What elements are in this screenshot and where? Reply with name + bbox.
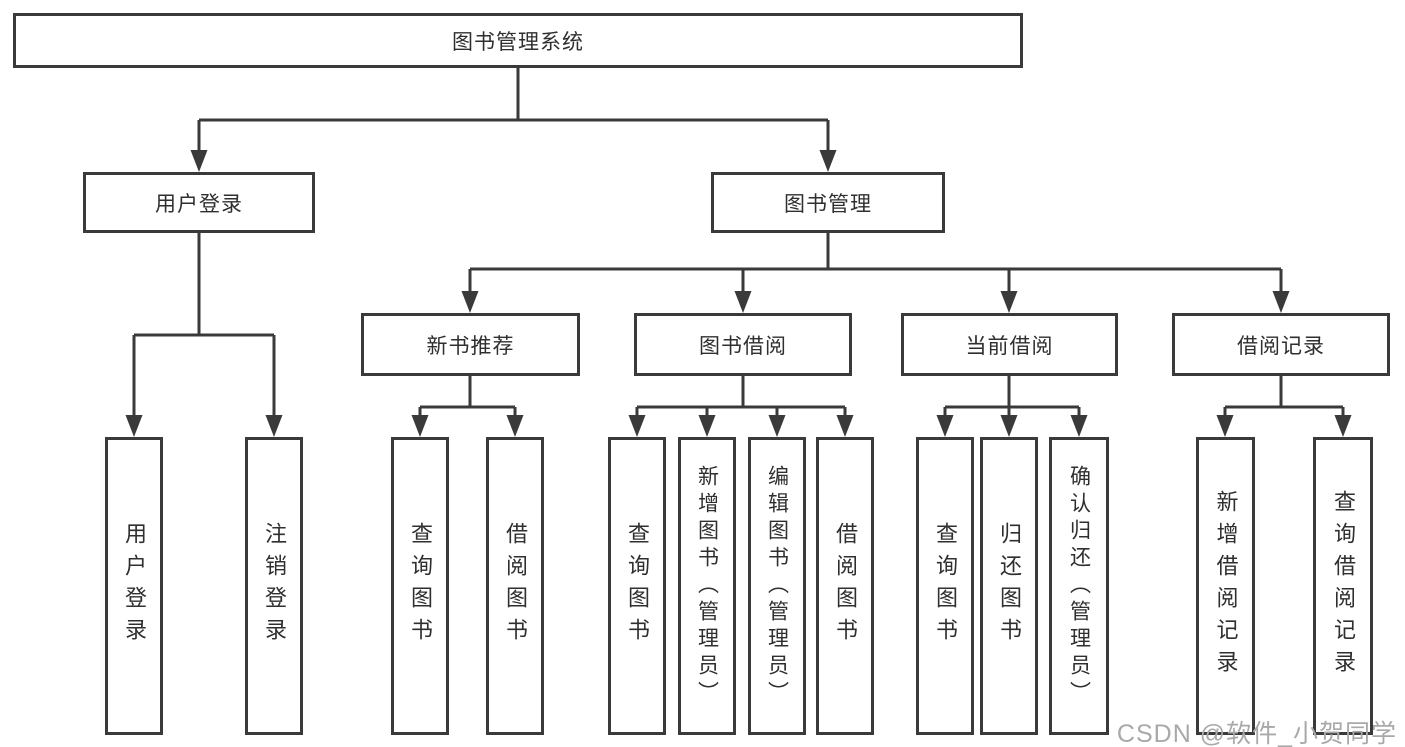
arrowhead [1000,415,1018,437]
leaf-borrow-books-recommend: 借阅图书 [486,437,544,735]
node-label: 用户登录 [155,192,243,216]
arrowheads [125,150,1352,437]
node-book-borrow: 图书借阅 [634,313,852,376]
node-label: 查询图书 [625,522,650,650]
node-label: 借阅图书 [833,522,858,650]
node-label: 编辑图书（管理员） [765,464,789,708]
connector-book-borrow-children [635,376,847,424]
node-label: 归还图书 [997,522,1022,650]
arrowhead [190,150,208,172]
node-label: 查询图书 [933,522,958,650]
node-borrow-record: 借阅记录 [1172,313,1390,376]
csdn-watermark: CSDN @软件_小贺同学 [1116,720,1397,747]
node-user-login: 用户登录 [83,172,315,233]
leaf-query-books-borrow: 查询图书 [608,437,666,735]
leaf-query-borrow-record: 查询借阅记录 [1313,437,1373,735]
arrowhead [1216,415,1234,437]
node-label: 新书推荐 [426,334,515,358]
node-new-book-recommend: 新书推荐 [361,313,580,376]
arrowhead [411,415,429,437]
connector-root-to-level2 [197,68,830,153]
arrowhead [125,415,143,437]
node-label: 确认归还（管理员） [1067,464,1091,708]
connector-borrow-record-children [1223,376,1345,424]
arrowhead [1070,415,1088,437]
arrowhead [506,415,524,437]
arrowhead [461,291,479,313]
node-label: 借阅记录 [1237,334,1325,358]
connector-book-mgmt-children [468,233,1283,295]
node-label: 借阅图书 [503,522,528,650]
arrowhead [734,291,752,313]
leaf-edit-books-admin: 编辑图书（管理员） [748,437,806,735]
node-current-borrow: 当前借阅 [901,313,1118,376]
arrowhead [265,415,283,437]
arrowhead [836,415,854,437]
node-book-management: 图书管理 [711,172,945,233]
node-label: 图书管理系统 [452,30,584,54]
arrowhead [1000,291,1018,313]
leaf-confirm-return-admin: 确认归还（管理员） [1049,437,1109,735]
node-label: 新增图书（管理员） [695,464,719,708]
node-label: 注销登录 [262,522,287,650]
arrowhead [628,415,646,437]
connector-user-login-children [132,233,276,420]
node-label: 图书管理 [784,192,872,216]
arrowhead [1272,291,1290,313]
leaf-query-books-recommend: 查询图书 [391,437,449,735]
arrowhead [819,150,837,172]
node-label: 查询借阅记录 [1331,490,1356,682]
node-label: 查询图书 [408,522,433,650]
leaf-user-login: 用户登录 [105,437,163,735]
leaf-query-books-current: 查询图书 [916,437,974,735]
leaf-return-books: 归还图书 [980,437,1038,735]
leaf-borrow-books: 借阅图书 [816,437,874,735]
node-label: 图书借阅 [699,334,787,358]
leaf-logout: 注销登录 [245,437,303,735]
arrowhead [698,415,716,437]
arrowhead [936,415,954,437]
node-label: 新增借阅记录 [1213,490,1239,682]
node-label: 用户登录 [122,522,147,650]
leaf-add-books-admin: 新增图书（管理员） [678,437,736,735]
leaf-add-borrow-record: 新增借阅记录 [1196,437,1255,735]
connector-new-book-children [418,376,517,424]
node-label: 当前借阅 [965,334,1054,358]
arrowhead [1334,415,1352,437]
node-root-library-system: 图书管理系统 [13,13,1023,68]
arrowhead [768,415,786,437]
